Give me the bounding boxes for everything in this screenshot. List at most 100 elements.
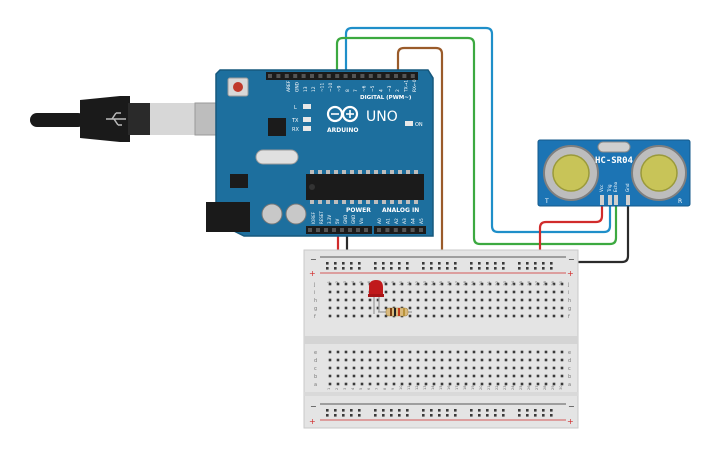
breadboard-hole xyxy=(520,282,524,286)
breadboard-hole xyxy=(496,314,500,318)
rail-hole xyxy=(454,409,457,412)
breadboard-hole xyxy=(544,366,548,370)
breadboard-hole xyxy=(496,366,500,370)
rail-plus-top-left: + xyxy=(309,269,316,278)
breadboard-hole xyxy=(456,350,460,354)
breadboard-hole xyxy=(344,382,348,386)
column-number: 25 xyxy=(519,281,523,286)
breadboard-hole xyxy=(352,298,356,302)
breadboard-hole xyxy=(488,314,492,318)
breadboard-hole xyxy=(360,366,364,370)
breadboard-hole xyxy=(536,306,540,310)
header-hole xyxy=(356,228,360,232)
breadboard-hole xyxy=(336,290,340,294)
resistor[interactable] xyxy=(378,307,412,317)
chip-pin xyxy=(350,170,354,174)
chip-pin xyxy=(334,200,338,204)
header-hole xyxy=(385,74,390,78)
column-number: 24 xyxy=(511,280,515,285)
header-hole xyxy=(276,74,281,78)
column-number: 1 xyxy=(327,281,331,283)
rail-minus-bottom-right: − xyxy=(568,402,575,411)
breadboard-hole xyxy=(560,306,564,310)
row-letter: e xyxy=(314,350,317,356)
breadboard-hole xyxy=(376,374,380,378)
breadboard-hole xyxy=(504,314,508,318)
capacitor-2 xyxy=(285,203,307,225)
sensor-crystal xyxy=(597,141,631,153)
breadboard-hole xyxy=(336,314,340,318)
breadboard-hole xyxy=(344,290,348,294)
digital-pin-label: TX→1 xyxy=(404,80,410,93)
header-hole xyxy=(318,74,323,78)
breadboard-hole xyxy=(368,350,372,354)
breadboard-hole xyxy=(408,306,412,310)
breadboard-hole xyxy=(352,282,356,286)
breadboard-hole xyxy=(392,366,396,370)
usb-cable xyxy=(30,96,226,142)
breadboard-hole xyxy=(392,350,396,354)
breadboard-hole xyxy=(488,298,492,302)
breadboard-hole xyxy=(448,290,452,294)
breadboard-hole xyxy=(408,290,412,294)
breadboard-hole xyxy=(496,350,500,354)
breadboard-hole xyxy=(496,282,500,286)
rail-hole xyxy=(326,409,329,412)
breadboard-hole xyxy=(384,382,388,386)
column-number: 28 xyxy=(543,385,547,390)
breadboard-hole xyxy=(432,306,436,310)
header-hole xyxy=(377,228,381,232)
status-leds: L TX RX xyxy=(291,104,311,133)
rail-hole xyxy=(358,262,361,265)
breadboard-hole xyxy=(360,290,364,294)
breadboard-hole xyxy=(456,374,460,378)
breadboard-hole xyxy=(544,290,548,294)
rail-hole xyxy=(430,267,433,270)
red-led[interactable] xyxy=(368,280,384,314)
breadboard-hole xyxy=(416,366,420,370)
power-pin-label: RESET xyxy=(319,211,324,224)
column-number: 13 xyxy=(423,385,427,390)
header-hole xyxy=(377,74,382,78)
breadboard-hole xyxy=(400,290,404,294)
breadboard-hole xyxy=(432,314,436,318)
chip-pin xyxy=(390,170,394,174)
breadboard-hole xyxy=(456,358,460,362)
rail-hole xyxy=(350,414,353,417)
analog-pin-label: A5 xyxy=(419,218,425,224)
breadboard-hole xyxy=(464,290,468,294)
analog-pin-label: A3 xyxy=(402,218,408,224)
breadboard-hole xyxy=(480,358,484,362)
breadboard-hole xyxy=(456,298,460,302)
chip-pin xyxy=(318,170,322,174)
breadboard-hole xyxy=(536,350,540,354)
rail-hole xyxy=(334,409,337,412)
wire-blue-trig xyxy=(344,26,612,234)
row-letter: b xyxy=(314,374,317,380)
breadboard[interactable]: 1122334455667788991010111112121313141415… xyxy=(303,249,579,429)
breadboard-hole xyxy=(528,366,532,370)
column-number: 5 xyxy=(359,388,363,390)
column-number: 6 xyxy=(367,387,371,390)
breadboard-hole xyxy=(376,350,380,354)
rail-hole xyxy=(390,409,393,412)
column-number: 29 xyxy=(551,280,555,285)
header-hole xyxy=(293,74,298,78)
breadboard-hole xyxy=(408,314,412,318)
digital-pin-label: 4 xyxy=(378,89,384,92)
chip-pin xyxy=(310,200,314,204)
breadboard-hole xyxy=(408,382,412,386)
breadboard-hole xyxy=(504,350,508,354)
breadboard-hole xyxy=(336,374,340,378)
header-hole xyxy=(360,74,365,78)
rail-hole xyxy=(398,267,401,270)
breadboard-hole xyxy=(504,282,508,286)
breadboard-hole xyxy=(536,282,540,286)
breadboard-hole xyxy=(480,382,484,386)
breadboard-hole xyxy=(416,350,420,354)
column-number: 16 xyxy=(447,385,451,390)
